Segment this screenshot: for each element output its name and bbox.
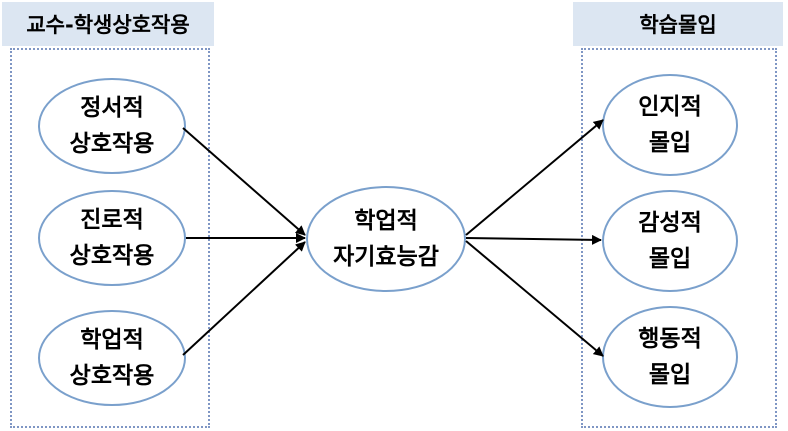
node-line: 몰입 (648, 362, 692, 388)
right-group-header: 학습몰입 (573, 2, 783, 46)
node-behavioral-engagement: 행동적 몰입 (602, 306, 738, 408)
node-line: 진로적 (80, 207, 144, 233)
node-line: 행동적 (638, 326, 702, 352)
node-line: 인지적 (638, 94, 702, 120)
node-line: 몰입 (648, 130, 692, 156)
node-line: 감성적 (638, 210, 702, 236)
node-line: 학업적 (354, 208, 418, 234)
left-group-header: 교수-학생상호작용 (2, 2, 214, 46)
arrow-academic-to-efficacy (182, 241, 306, 356)
arrow-emotional-to-efficacy (182, 127, 306, 236)
node-line: 자기효능감 (333, 244, 439, 270)
node-line: 학업적 (80, 327, 144, 353)
arrow-efficacy-to-cognitive (465, 119, 604, 236)
node-academic-self-efficacy: 학업적 자기효능감 (306, 186, 466, 292)
node-line: 상호작용 (69, 243, 155, 269)
right-group-box (581, 48, 777, 428)
arrow-efficacy-to-emotional (465, 234, 602, 245)
node-academic-interaction: 학업적 상호작용 (38, 310, 186, 406)
node-emotional-interaction: 정서적 상호작용 (38, 78, 186, 174)
node-line: 정서적 (80, 95, 144, 121)
node-line: 상호작용 (69, 131, 155, 157)
arrow-efficacy-to-behavioral (465, 240, 604, 357)
node-career-interaction: 진로적 상호작용 (38, 190, 186, 286)
node-line: 몰입 (648, 246, 692, 272)
node-emotional-engagement: 감성적 몰입 (602, 190, 738, 292)
node-line: 상호작용 (69, 363, 155, 389)
